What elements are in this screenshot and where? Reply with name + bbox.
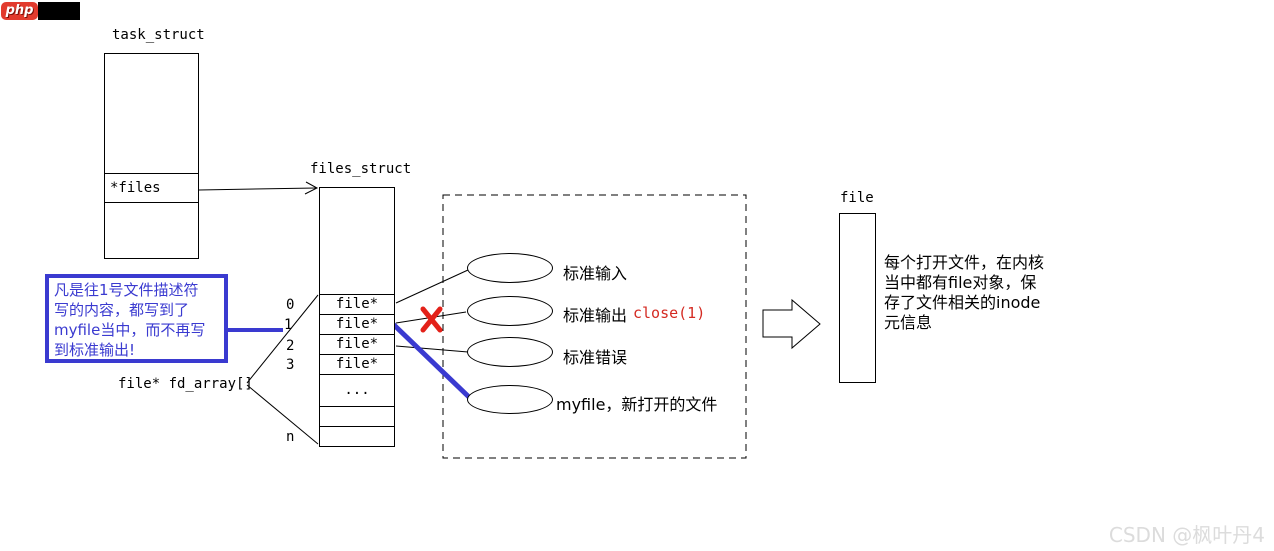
task-struct-title: task_struct bbox=[112, 27, 205, 43]
stdout-ellipse bbox=[467, 296, 553, 326]
stdout-label: 标准输出 bbox=[563, 306, 628, 325]
fd-index-1: 1 bbox=[284, 317, 293, 333]
fd-cell-dots: ... bbox=[320, 374, 394, 406]
stdout-close-label: close(1) bbox=[633, 304, 706, 322]
fd-index-0: 0 bbox=[286, 297, 295, 313]
fd-array-label: file* fd_array[] bbox=[118, 376, 253, 392]
files-struct-title: files_struct bbox=[310, 161, 412, 177]
file-desc-line-4: 元信息 bbox=[884, 313, 933, 332]
fd2-stderr-line bbox=[395, 345, 469, 353]
fd-index-2: 2 bbox=[286, 338, 295, 354]
red-x-icon bbox=[420, 306, 443, 333]
file-object-description: 每个打开文件，在内核 当中都有file对象，保 存了文件相关的inode 元信息 bbox=[884, 253, 1044, 333]
stderr-ellipse bbox=[467, 337, 553, 367]
task-struct-files-cell: *files bbox=[105, 173, 198, 202]
task-struct-top-cell bbox=[105, 54, 198, 173]
file-object-title: file bbox=[840, 190, 874, 206]
logo-black-bar bbox=[38, 2, 80, 20]
fd-index-n: n bbox=[286, 429, 295, 445]
files-pointer-arrowhead-icon bbox=[304, 181, 319, 195]
file-desc-line-1: 每个打开文件，在内核 bbox=[884, 253, 1045, 272]
fd-cell-empty-2 bbox=[320, 426, 394, 446]
fd0-stdin-line bbox=[395, 269, 469, 304]
csdn-watermark: CSDN @枫叶丹4 bbox=[1108, 523, 1265, 547]
fd-cell-3: file* bbox=[320, 354, 394, 374]
fd-array-fan-lower-line bbox=[246, 384, 319, 445]
files-struct-box: file* file* file* file* ... bbox=[319, 187, 395, 447]
file-desc-line-3: 存了文件相关的inode bbox=[884, 293, 1041, 312]
myfile-label: myfile，新打开的文件 bbox=[556, 395, 718, 414]
stdin-ellipse bbox=[467, 253, 553, 283]
files-struct-header-cell bbox=[320, 188, 394, 294]
fd-targets-dashed-box bbox=[442, 194, 747, 459]
note-line-3: myfile当中，而不再写 bbox=[54, 321, 206, 339]
file-desc-line-2: 当中都有file对象，保 bbox=[884, 273, 1037, 292]
fd1-myfile-redirect-line bbox=[390, 321, 474, 402]
myfile-ellipse bbox=[467, 385, 553, 414]
fd-cell-1: file* bbox=[320, 314, 394, 334]
block-arrow-icon bbox=[762, 298, 821, 350]
note-line-2: 写的内容，都写到了 bbox=[54, 301, 190, 319]
task-struct-box: *files bbox=[104, 53, 199, 259]
fd-index-3: 3 bbox=[286, 357, 295, 373]
file-object-box bbox=[839, 213, 876, 383]
files-pointer-line bbox=[198, 187, 317, 191]
note-box: 凡是往1号文件描述符 写的内容，都写到了 myfile当中，而不再写 到标准输出… bbox=[45, 274, 228, 363]
note-line-1: 凡是往1号文件描述符 bbox=[54, 281, 199, 299]
fd-cell-2: file* bbox=[320, 334, 394, 354]
note-line-4: 到标准输出! bbox=[54, 341, 136, 359]
fd-cell-empty-1 bbox=[320, 406, 394, 426]
php-logo: php bbox=[1, 2, 38, 20]
stdin-label: 标准输入 bbox=[563, 264, 628, 283]
fd-array-fan-upper-line bbox=[246, 294, 319, 384]
stderr-label: 标准错误 bbox=[563, 348, 628, 367]
task-struct-bottom-cell bbox=[105, 202, 198, 258]
fd-cell-0: file* bbox=[320, 294, 394, 314]
